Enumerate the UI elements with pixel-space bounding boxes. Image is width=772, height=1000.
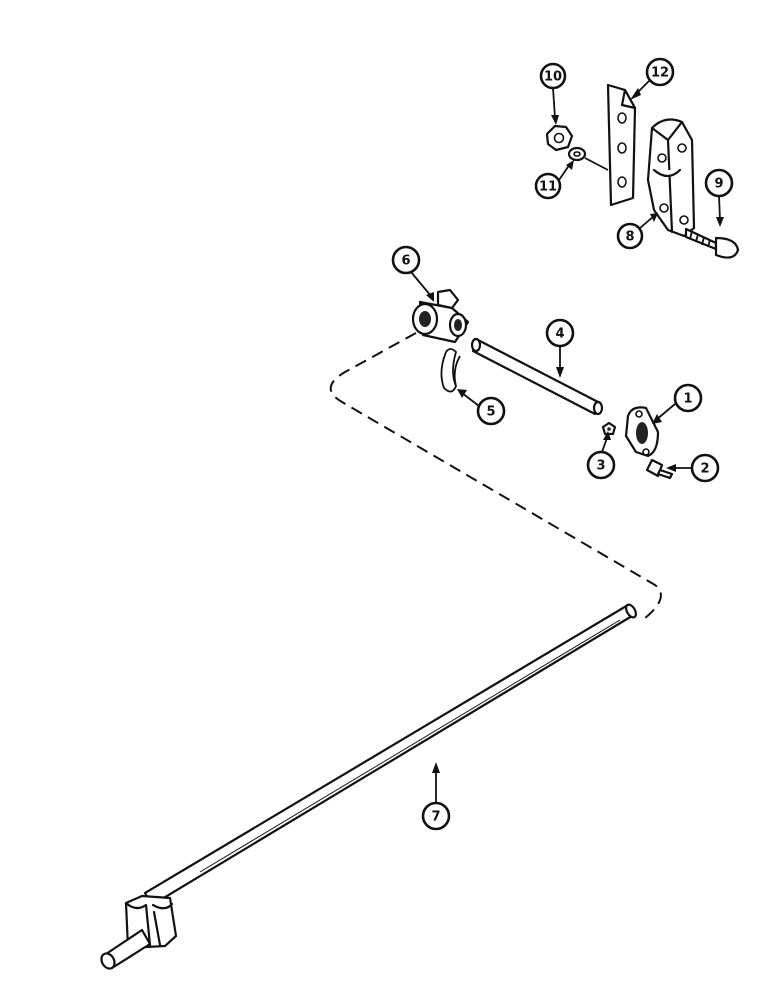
callout-8-label: 8 [625,230,634,245]
callout-12: 12 [630,57,675,100]
callout-9: 9 [704,168,734,227]
part-11-washer [567,146,609,171]
part-8-clamp-block [646,118,696,238]
callout-4: 4 [545,318,575,378]
part-12-mounting-plate [606,83,637,207]
callout-4-label: 4 [555,327,564,342]
callout-10-label: 10 [544,70,562,85]
part-9-carriage-bolt [684,227,740,259]
assembly-dashed-line [329,332,662,623]
callout-7: 7 [421,762,451,831]
callout-3-label: 3 [596,459,605,474]
part-7-main-shaft [100,603,638,970]
callout-5-label: 5 [486,405,495,420]
callout-2-label: 2 [700,462,709,477]
part-1-bracket [624,406,660,458]
callout-11-label: 11 [539,180,557,195]
callout-9-label: 9 [714,177,723,192]
callout-8: 8 [616,213,658,250]
callout-3: 3 [586,431,616,480]
callout-6-label: 6 [401,254,410,269]
callout-7-label: 7 [431,810,440,825]
callout-1: 1 [652,383,703,424]
callout-10: 10 [539,62,567,125]
callout-1-label: 1 [683,392,692,407]
part-5-hairpin-clip [440,348,461,393]
part-10-nut [545,124,574,152]
part-2-screw [645,458,674,480]
callout-11: 11 [534,160,574,200]
callout-6: 6 [391,245,434,302]
callout-2: 2 [666,453,720,483]
callout-12-label: 12 [651,66,669,81]
part-3-small-nut [601,421,617,436]
part-4-pin [470,337,604,416]
part-6-coupling [411,288,470,344]
callout-5: 5 [457,389,506,426]
